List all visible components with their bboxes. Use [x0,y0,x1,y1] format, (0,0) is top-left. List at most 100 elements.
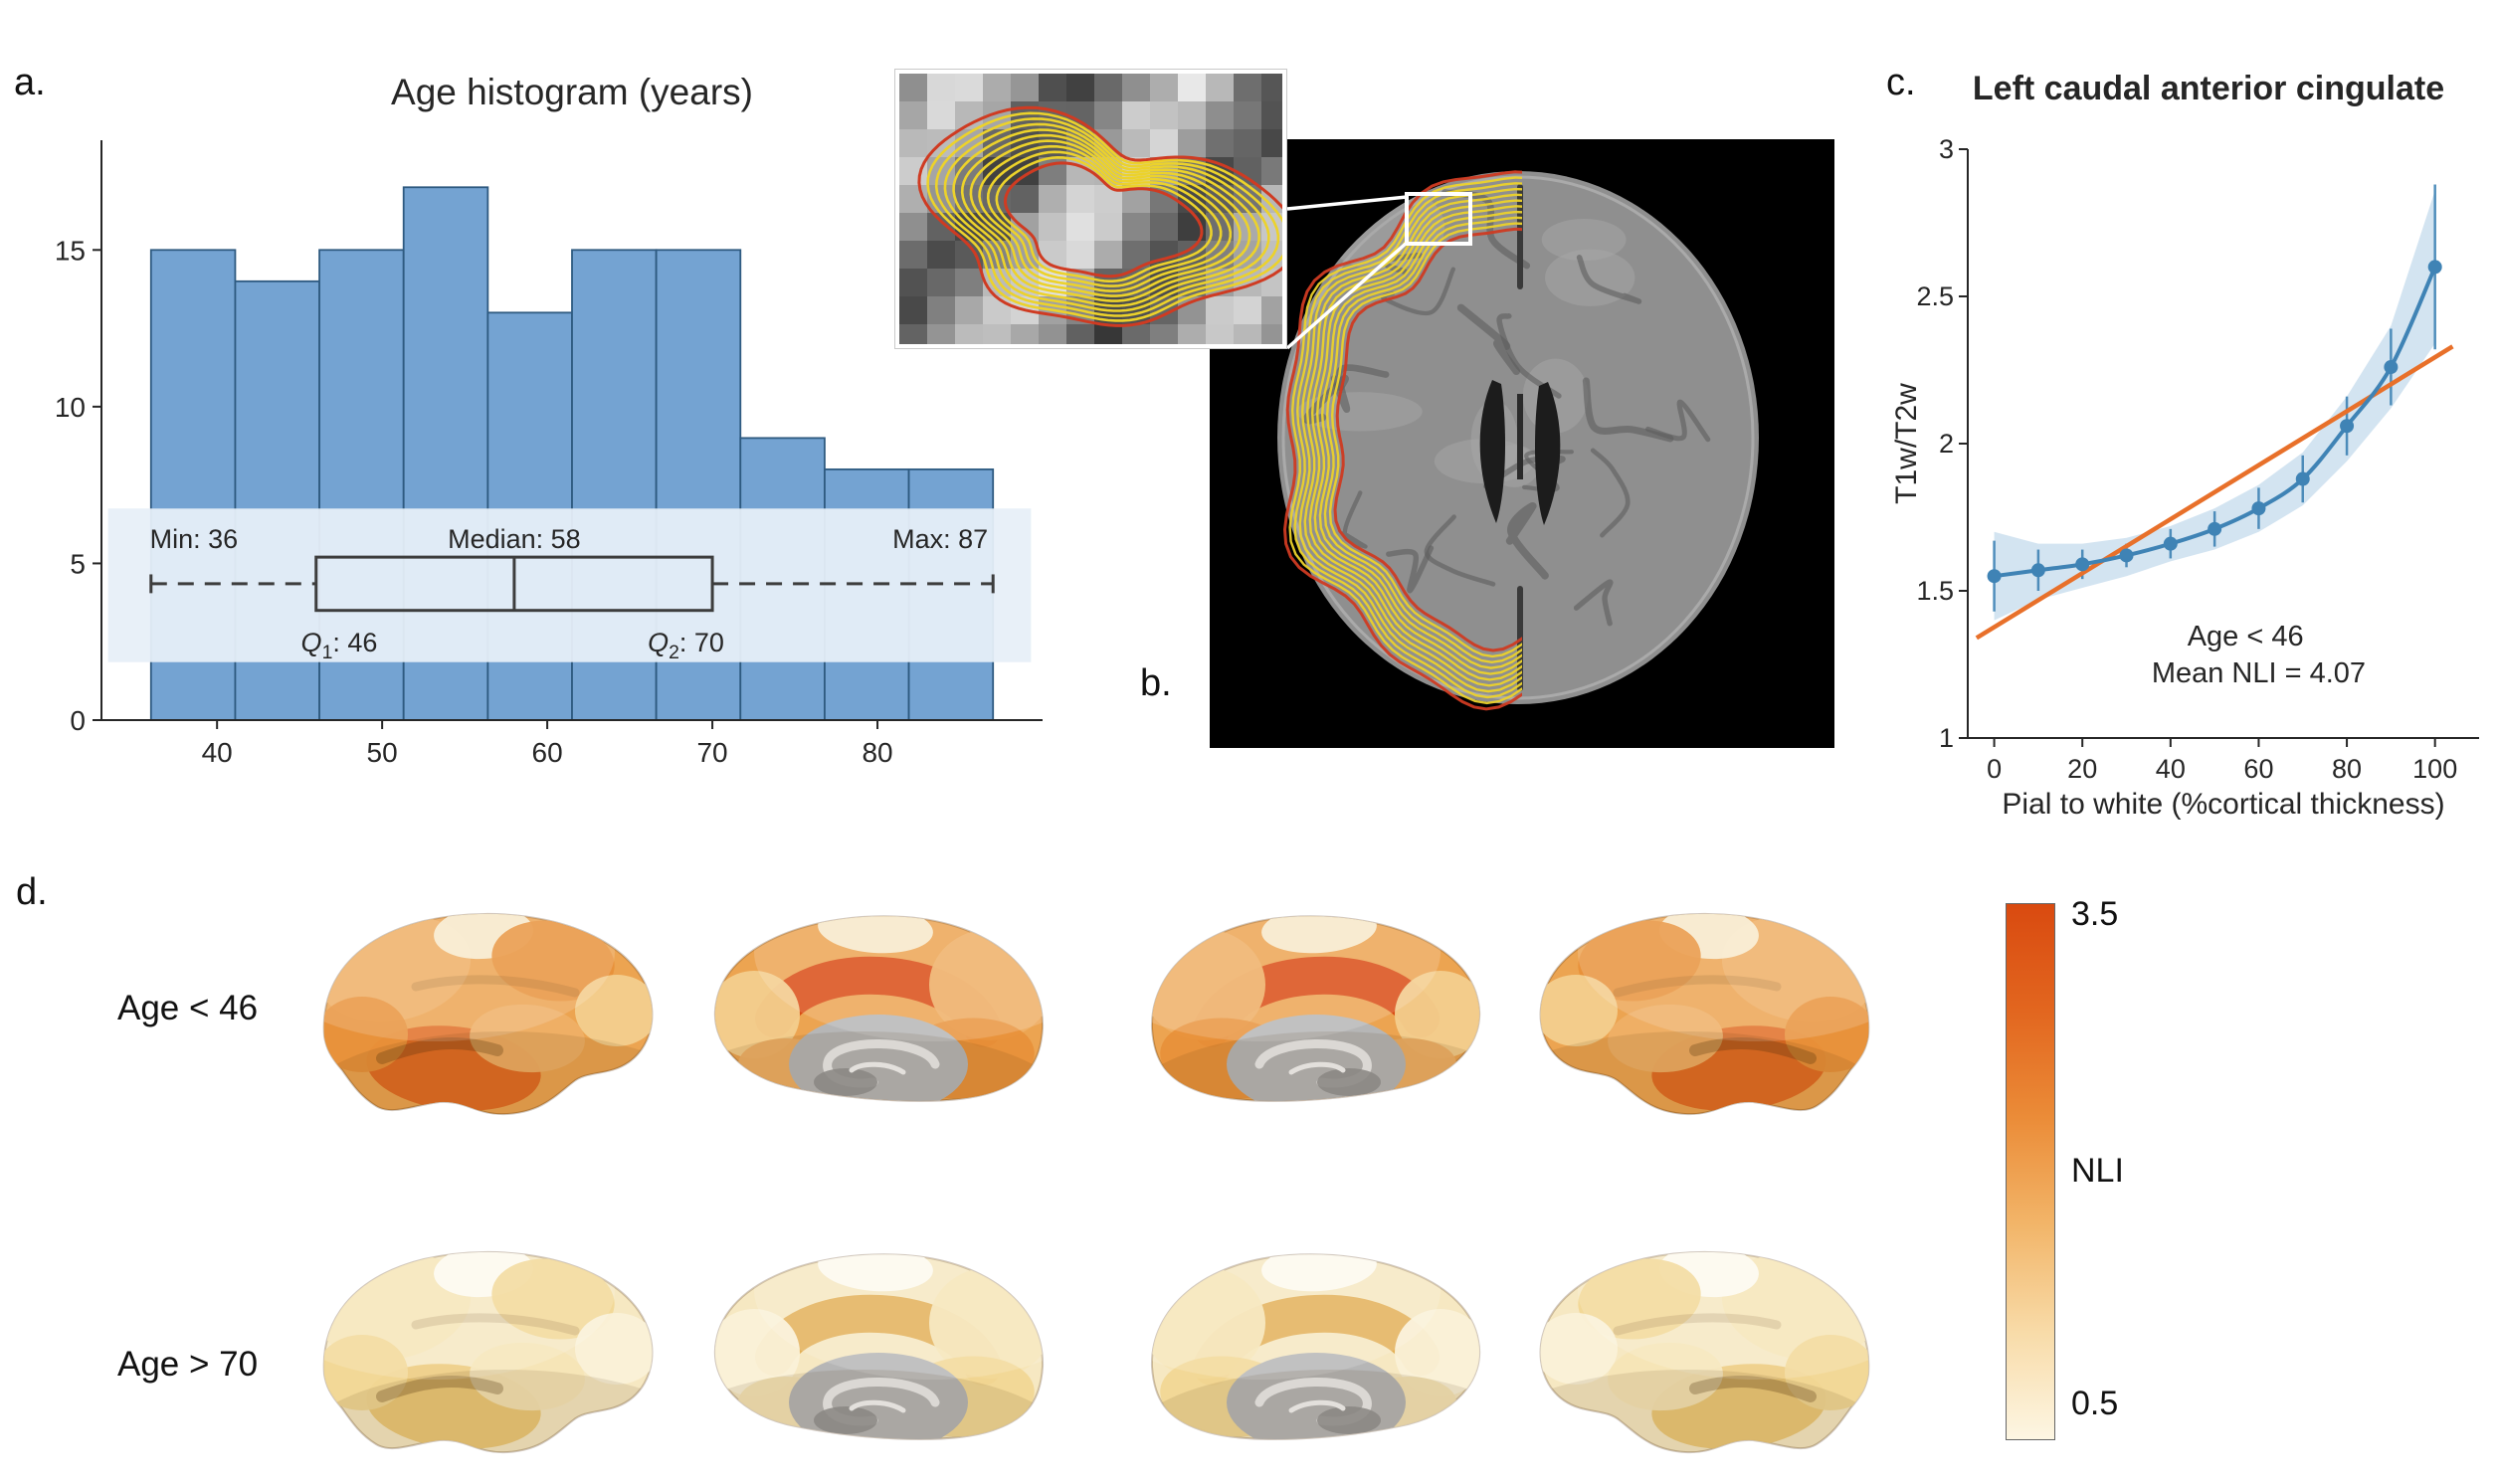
data-marker [2427,260,2442,275]
svg-text:Q1: 46: Q1: 46 [301,628,378,663]
parcellation-patch [323,1335,408,1410]
colorbar-min-label: 0.5 [2071,1385,2119,1422]
brain-medial-right-young [1150,915,1481,1102]
parcellation-patch [470,1342,585,1411]
boxplot-band [107,508,1032,662]
linear-fit-line [1975,344,2454,641]
callout-line [1286,195,1408,211]
parcellation-patch [470,1004,585,1073]
row-label-age-young: Age < 46 [117,989,259,1027]
ventricle-right [1534,382,1561,525]
contour-zoom-inset [895,70,1286,348]
svg-text:Max: 87: Max: 87 [892,524,988,554]
svg-text:2: 2 [1939,429,1954,459]
data-marker [2340,419,2355,434]
parcellation-patch [714,971,800,1058]
brain-lateral-right-old [1539,1250,1870,1454]
svg-text:1: 1 [1939,723,1954,753]
parcellation-patch [1540,975,1618,1046]
parcellation-patch [491,920,615,1002]
ventricle-left [1479,380,1506,523]
histogram-title: Age histogram (years) [391,72,753,112]
parcellation-patch [1540,1313,1618,1385]
data-marker [2075,557,2090,572]
brain-lateral-left-old [322,1250,654,1454]
svg-text:0: 0 [70,705,86,736]
data-marker [1987,569,2002,584]
nli-colorbar [2006,903,2055,1440]
svg-text:20: 20 [2067,754,2097,784]
svg-text:2.5: 2.5 [1916,281,1954,311]
svg-text:3: 3 [1939,134,1954,164]
svg-text:Min: 36: Min: 36 [150,524,239,554]
panel-c-label: c. [1886,62,1916,103]
parcellation-patch [1785,1335,1869,1410]
callout-line [1285,241,1409,350]
svg-text:70: 70 [696,737,727,768]
svg-text:1.5: 1.5 [1916,576,1954,606]
data-marker [2030,563,2045,578]
svg-text:Q2: 70: Q2: 70 [648,628,724,663]
cortical-contours [1282,170,1522,711]
zoom-region-box [1405,192,1472,246]
svg-text:60: 60 [2243,754,2273,784]
svg-text:5: 5 [70,548,86,579]
svg-text:Pial to white (%cortical thick: Pial to white (%cortical thickness) [2002,788,2444,821]
parcellation-patch [575,1313,653,1385]
data-marker [2384,360,2399,375]
brain-medial-left-young [713,915,1045,1102]
mri-axial-slice [1210,139,1834,748]
colorbar-title: NLI [2071,1152,2124,1190]
row-label-age-old: Age > 70 [117,1345,259,1384]
svg-text:T1w/T2w: T1w/T2w [1890,383,1923,504]
svg-text:100: 100 [2412,754,2457,784]
svg-text:15: 15 [55,235,86,266]
parcellation-patch [491,1258,615,1340]
panel-a-label: a. [14,62,46,103]
brain-medial-right-old [1150,1253,1481,1440]
svg-text:Mean NLI = 4.07: Mean NLI = 4.07 [2152,657,2366,689]
colorbar-max-label: 3.5 [2071,895,2119,933]
svg-text:40: 40 [202,737,233,768]
brain-lateral-right-young [1539,912,1870,1116]
svg-text:60: 60 [532,737,563,768]
brain-medial-left-old [713,1253,1045,1440]
data-marker [2295,471,2310,486]
parcellation-patch [1395,971,1480,1058]
line-chart-title: Left caudal anterior cingulate [1972,70,2445,107]
parcellation-patch [1395,1309,1480,1396]
svg-text:0: 0 [1987,754,2002,784]
sylvian-fissure [1689,1376,1817,1402]
mean-profile-line [1994,266,2437,579]
parcellation-patch [1608,1342,1723,1411]
svg-text:40: 40 [2156,754,2186,784]
parcellation-patch [1578,920,1701,1002]
svg-text:Median: 58: Median: 58 [448,524,581,554]
confidence-band [1994,190,2435,621]
sylvian-fissure [376,1376,503,1402]
parcellation-patch [714,1309,800,1396]
svg-text:80: 80 [862,737,892,768]
parcellation-patch [1608,1004,1723,1073]
data-marker [2251,501,2266,516]
sylvian-fissure [1689,1037,1817,1064]
panel-d-label: d. [16,871,48,913]
svg-text:Age < 46: Age < 46 [2188,621,2304,652]
data-marker [2119,548,2134,563]
parcellation-patch [1578,1258,1701,1340]
svg-text:80: 80 [2332,754,2362,784]
contour-zoom-image [899,74,1282,344]
parcellation-patch [323,997,408,1072]
parcellation-patch [575,975,653,1046]
svg-text:10: 10 [55,392,86,423]
brain-lateral-left-young [322,912,654,1116]
svg-text:50: 50 [367,737,398,768]
data-marker [2208,521,2222,536]
data-marker [2163,536,2178,551]
mri-contour-overlay [1210,139,1834,748]
parcellation-patch [1785,997,1869,1072]
sylvian-fissure [376,1037,503,1064]
